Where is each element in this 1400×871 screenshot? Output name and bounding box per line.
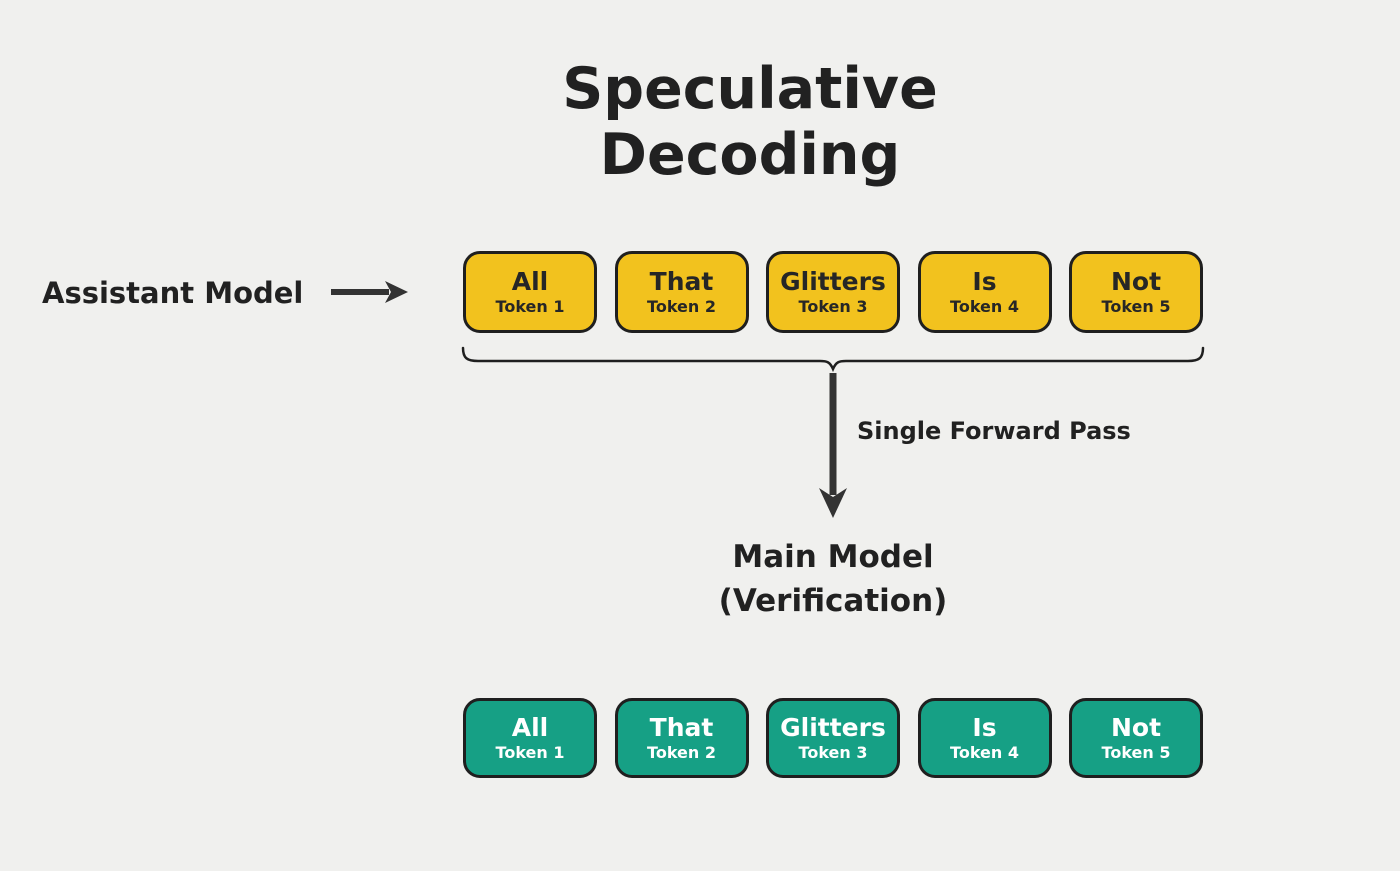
verified-token: Glitters Token 3 xyxy=(766,698,900,778)
assistant-model-label: Assistant Model xyxy=(42,276,304,310)
token-label: Token 3 xyxy=(798,743,868,763)
token-word: Glitters xyxy=(780,712,886,742)
right-arrow-icon xyxy=(331,281,408,303)
token-word: Is xyxy=(972,266,997,296)
token-label: Token 1 xyxy=(495,297,565,317)
verified-token-row: All Token 1 That Token 2 Glitters Token … xyxy=(463,698,1203,778)
token-word: All xyxy=(511,712,549,742)
draft-token: Not Token 5 xyxy=(1069,251,1203,333)
token-word: Is xyxy=(972,712,997,742)
verified-token: All Token 1 xyxy=(463,698,597,778)
verified-token: Is Token 4 xyxy=(917,698,1052,778)
draft-token-row: All Token 1 That Token 2 Glitters Token … xyxy=(463,251,1203,333)
token-label: Token 5 xyxy=(1101,743,1171,763)
draft-token: That Token 2 xyxy=(614,251,749,333)
single-forward-pass-label: Single Forward Pass xyxy=(857,417,1131,445)
draft-token: All Token 1 xyxy=(463,251,597,333)
draft-token: Is Token 4 xyxy=(917,251,1052,333)
main-model-label: Main Model (Verification) xyxy=(633,535,1033,623)
page-title: Speculative Decoding xyxy=(562,56,938,188)
token-word: That xyxy=(649,266,714,296)
token-label: Token 2 xyxy=(647,297,716,317)
token-word: Not xyxy=(1110,266,1162,296)
curly-brace-icon xyxy=(461,346,1205,373)
verified-token: That Token 2 xyxy=(614,698,749,778)
token-word: Glitters xyxy=(780,266,886,296)
verified-token: Not Token 5 xyxy=(1069,698,1203,778)
token-label: Token 1 xyxy=(495,743,565,763)
token-word: Not xyxy=(1110,712,1162,742)
token-label: Token 3 xyxy=(798,297,868,317)
token-word: That xyxy=(649,712,714,742)
token-label: Token 5 xyxy=(1101,297,1171,317)
draft-token: Glitters Token 3 xyxy=(766,251,900,333)
token-label: Token 2 xyxy=(647,743,716,763)
main-model-line1: Main Model xyxy=(732,539,934,575)
token-label: Token 4 xyxy=(950,297,1019,317)
main-model-line2: (Verification) xyxy=(718,583,948,619)
down-arrow-icon xyxy=(819,373,847,518)
token-label: Token 4 xyxy=(950,743,1019,763)
token-word: All xyxy=(511,266,549,296)
